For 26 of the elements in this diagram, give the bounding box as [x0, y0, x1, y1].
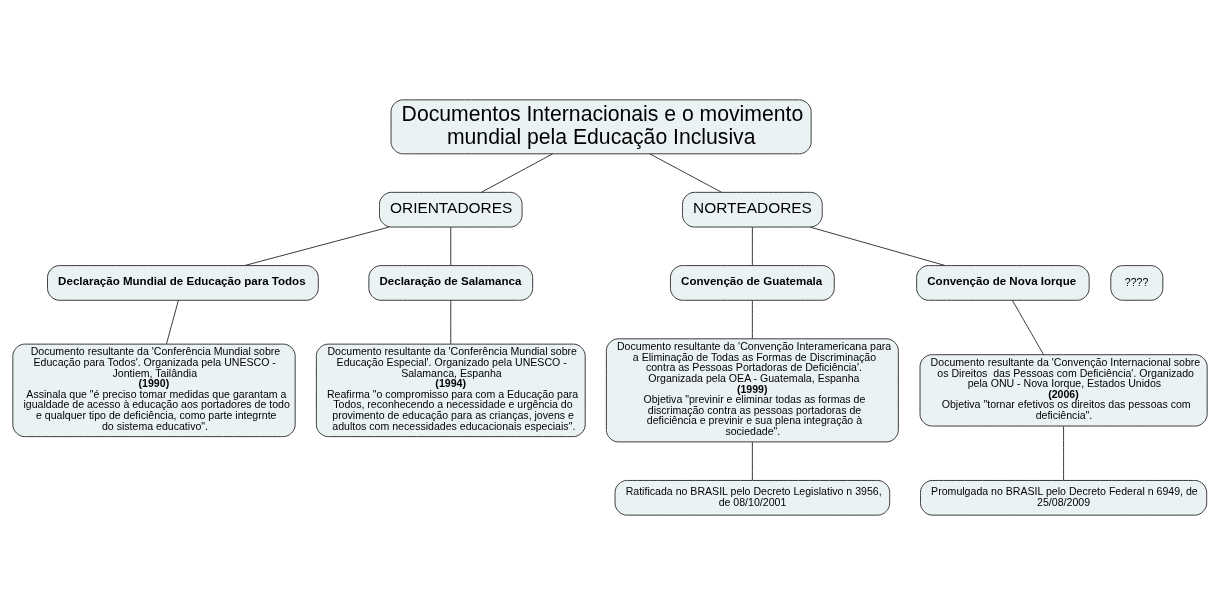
node-box: Promulgada no BRASIL pelo Decreto Federal n 6949, de 25/08/2009	[920, 479, 1208, 516]
node-box: ORIENTADORES	[379, 191, 523, 228]
node-box: Ratificada no BRASIL pelo Decreto Legislativo n 3956, de 08/10/2001	[614, 479, 891, 516]
node-box: NORTEADORES	[682, 191, 823, 228]
connector	[166, 299, 179, 345]
node-box: Convenção de Nova Iorque	[916, 265, 1090, 301]
connector	[450, 226, 452, 266]
connector	[450, 299, 452, 345]
node-box: Documentos Internacionais e o movimento mundial pela Educação Inclusiva	[390, 99, 812, 155]
node-box: Documento resultante da 'Convenção Interamericana para a Eliminação de Todas as Formas de Discriminação contra as Pessoas Portadoras de Deficiência'. Organizada pela OEA - Guatemala, Espanha (1999) Objetiva "previnir e eliminar todas as formas de discrimação contra as pessoas portadoras de deficiência e previnir e sua plena integração à sociedade".	[605, 338, 899, 443]
node-box: Documento resultante da 'Conferência Mundial sobre Educação para Todos'. Organizada pela UNESCO - Jontiem, Tailândia (1990) Assinala que "é preciso tomar medidas que garantam a igualdade de acesso à educação aos portadores de todo e qualquer tipo de deficiência, como parte integrnte do sistema educativo".	[12, 343, 296, 438]
connector	[751, 226, 753, 266]
node-box: Declaração de Salamanca	[368, 265, 534, 301]
connector	[809, 226, 946, 266]
connector	[481, 153, 554, 193]
node-box: Declaração Mundial de Educação para Todos	[47, 265, 319, 301]
node-box: Documento resultante da 'Conferência Mundial sobre Educação Especial'. Organizado pela UNESCO - Salamanca, Espanha (1994) Reafirma "o compromisso para com a Educação para Todos, reconhecendo a necessidade e urgência do provimento de educação para as crianças, jovens e adultos com necessidades educacionais especiais".	[315, 343, 586, 438]
connector	[751, 441, 753, 481]
connector	[1063, 425, 1065, 481]
node-box: ????	[1110, 265, 1164, 301]
connector	[649, 153, 722, 193]
connector	[751, 299, 753, 340]
connector	[1011, 299, 1045, 356]
connector	[244, 226, 390, 266]
node-box: Convenção de Guatemala	[670, 265, 835, 301]
node-box: Documento resultante da 'Convenção Internacional sobre os Direitos das Pessoas com Deficiência'. Organizado pela ONU - Nova Iorque, Estados Unidos (2006) Objetiva "tornar efetivos os direitos das pessoas com deficiência".	[919, 354, 1208, 427]
